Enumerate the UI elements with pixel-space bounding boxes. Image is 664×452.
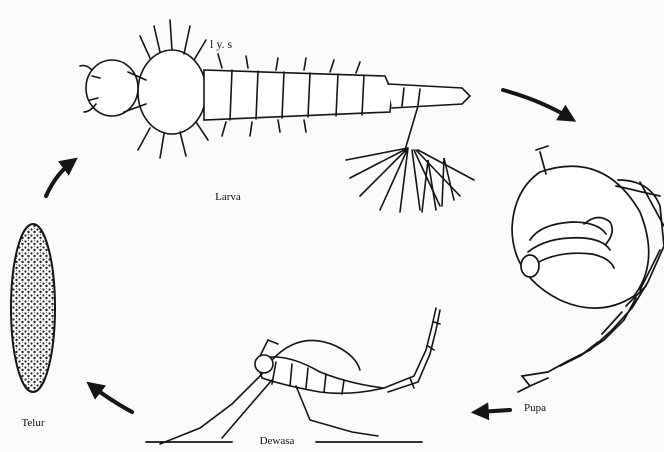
arrow-adult-to-egg bbox=[92, 386, 132, 412]
adult-illustration bbox=[146, 308, 440, 444]
arrow-larva-to-pupa bbox=[503, 90, 570, 118]
arrow-egg-to-larva bbox=[46, 162, 72, 196]
larva-siphon bbox=[388, 84, 470, 108]
adult-label: Dewasa bbox=[260, 435, 295, 447]
cycle-arrows bbox=[46, 90, 570, 412]
adult-raised-leg bbox=[384, 308, 440, 392]
arrow-pupa-to-adult bbox=[478, 410, 510, 412]
larva-illustration bbox=[80, 20, 474, 212]
larva-mark-label: l y. s bbox=[210, 37, 233, 51]
egg-label: Telur bbox=[21, 417, 44, 429]
egg-shape bbox=[11, 224, 55, 392]
pupa-label: Pupa bbox=[524, 402, 546, 414]
pupa-illustration bbox=[512, 146, 664, 392]
pupa-eye bbox=[521, 255, 539, 277]
larva-label: Larva bbox=[215, 191, 241, 203]
larva-anal-brush bbox=[346, 106, 474, 212]
egg-illustration bbox=[11, 224, 55, 392]
